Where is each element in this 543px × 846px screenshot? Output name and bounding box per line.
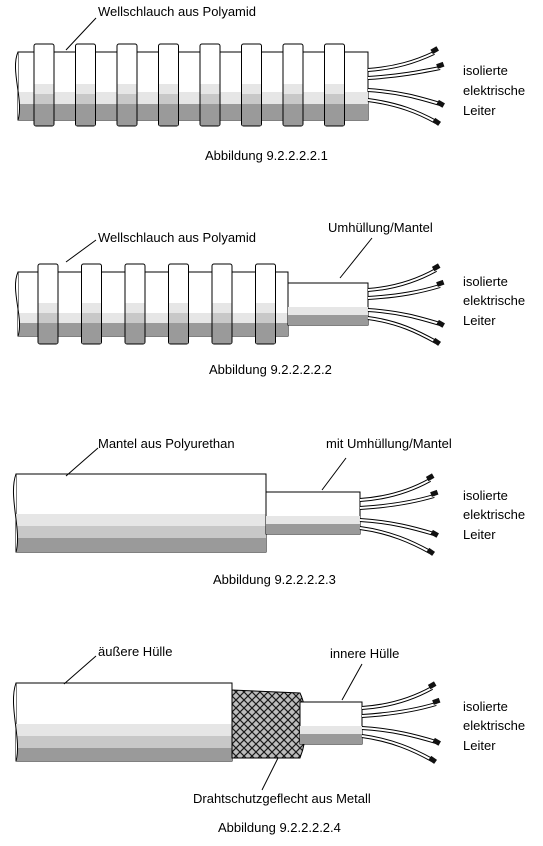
ring-shade — [117, 94, 137, 104]
leader-line — [65, 447, 99, 477]
ring-shade — [82, 313, 101, 323]
ring-shade — [200, 84, 220, 94]
ring-shade — [283, 94, 303, 104]
conductors — [367, 46, 445, 126]
ring-shade — [76, 104, 95, 126]
ring-shade — [283, 84, 303, 94]
leader-line — [65, 239, 97, 263]
figure-caption: Abbildung 9.2.2.2.2.2 — [209, 362, 332, 377]
leader-line — [339, 237, 373, 279]
figure-caption: Abbildung 9.2.2.2.2.1 — [205, 148, 328, 163]
figure-caption: Abbildung 9.2.2.2.2.4 — [218, 820, 341, 835]
label-jacket: äußere Hülle — [98, 644, 172, 659]
ring-shade — [125, 303, 145, 313]
figure-3: Mantel aus Polyurethan mit Umhüllung/Man… — [13, 436, 525, 587]
figure-4: äußere Hülle innere Hülle Drahtschutzgef… — [13, 644, 525, 835]
label-conductors-3: Leiter — [463, 738, 496, 753]
label-conductors-3: Leiter — [463, 103, 496, 118]
leader-line — [65, 17, 97, 51]
ring-shade — [76, 94, 95, 104]
ring-shade — [242, 94, 261, 104]
leader-line — [63, 655, 97, 685]
ring-shade — [159, 84, 178, 94]
leader-line — [341, 663, 363, 701]
ring-shade — [325, 84, 344, 94]
ring-shade — [159, 104, 178, 126]
ring-shade — [200, 94, 220, 104]
inner-sheath — [299, 701, 363, 745]
ring-shade — [82, 303, 101, 313]
figure-1: Wellschlauch aus Polyamid isolierte elek… — [14, 4, 525, 163]
ring-shade — [117, 84, 137, 94]
ring-shade — [82, 323, 101, 344]
ring-shade — [38, 303, 58, 313]
figure-caption: Abbildung 9.2.2.2.2.3 — [213, 572, 336, 587]
ring-shade — [242, 84, 261, 94]
label-braid: Drahtschutzgeflecht aus Metall — [193, 791, 371, 806]
ring-shade — [34, 94, 54, 104]
leader-line — [261, 757, 279, 791]
ring-shade — [212, 303, 232, 313]
label-jacket: Mantel aus Polyurethan — [98, 436, 235, 451]
ring-shade — [283, 104, 303, 126]
label-conductors-1: isolierte — [463, 488, 508, 503]
leader-line — [321, 457, 347, 491]
corrugated-tube — [14, 43, 369, 127]
label-conductors-1: isolierte — [463, 274, 508, 289]
label-conductors-2: elektrische — [463, 507, 525, 522]
label-conductors-1: isolierte — [463, 699, 508, 714]
conductors — [359, 473, 439, 556]
ring-shade — [256, 303, 275, 313]
label-jacket: Wellschlauch aus Polyamid — [98, 230, 256, 245]
conductors — [367, 263, 445, 346]
ring-shade — [200, 104, 220, 126]
label-jacket: Wellschlauch aus Polyamid — [98, 4, 256, 19]
ring-shade — [125, 313, 145, 323]
label-conductors-3: Leiter — [463, 527, 496, 542]
ring-shade — [34, 104, 54, 126]
outer-jacket — [13, 473, 267, 553]
ring-shade — [169, 313, 188, 323]
ring-shade — [256, 313, 275, 323]
label-inner: Umhüllung/Mantel — [328, 220, 433, 235]
ring-shade — [169, 323, 188, 344]
inner-sheath — [287, 282, 369, 326]
label-conductors-2: elektrische — [463, 718, 525, 733]
figure-2: Wellschlauch aus Polyamid Umhüllung/Mant… — [14, 220, 525, 377]
label-conductors-2: elektrische — [463, 83, 525, 98]
ring-shade — [242, 104, 261, 126]
ring-shade — [76, 84, 95, 94]
ring-shade — [125, 323, 145, 344]
ring-shade — [212, 313, 232, 323]
label-conductors-2: elektrische — [463, 293, 525, 308]
outer-jacket — [13, 682, 233, 762]
metal-braid — [231, 689, 307, 759]
ring-shade — [325, 104, 344, 126]
ring-shade — [256, 323, 275, 344]
label-conductors-1: isolierte — [463, 63, 508, 78]
ring-shade — [38, 313, 58, 323]
label-inner: innere Hülle — [330, 646, 399, 661]
label-inner: mit Umhüllung/Mantel — [326, 436, 452, 451]
inner-sheath — [265, 491, 361, 535]
conductors — [361, 681, 441, 764]
ring-shade — [212, 323, 232, 344]
label-conductors-3: Leiter — [463, 313, 496, 328]
ring-shade — [34, 84, 54, 94]
ring-shade — [325, 94, 344, 104]
ring-shade — [159, 94, 178, 104]
corrugated-tube — [14, 263, 289, 345]
ring-shade — [169, 303, 188, 313]
ring-shade — [117, 104, 137, 126]
ring-shade — [38, 323, 58, 344]
